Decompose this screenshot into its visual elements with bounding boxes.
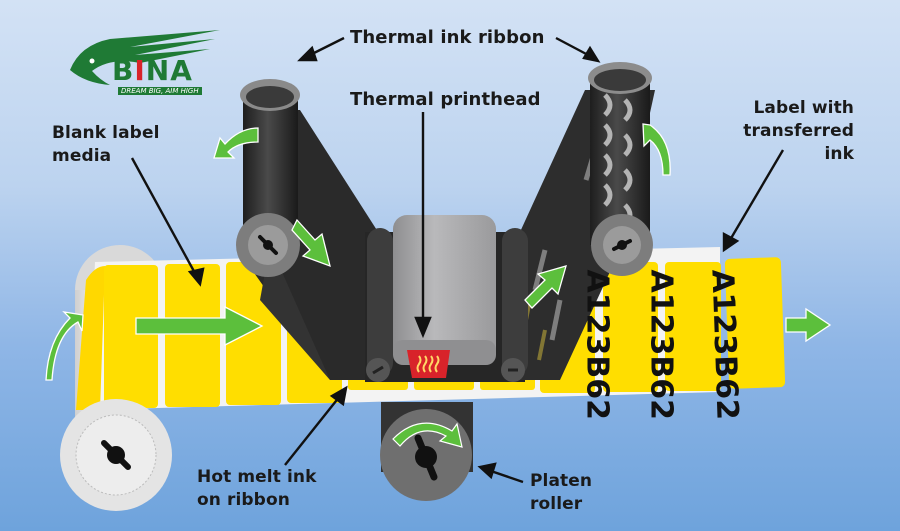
left-guide-roller: [366, 228, 393, 382]
label-blank-line1: Blank label: [52, 123, 160, 143]
right-guide-roller: [501, 228, 528, 382]
bina-logo: BINA DREAM BIG, AIM HIGH: [70, 25, 230, 100]
platen-roller: [380, 402, 473, 501]
label-transferred-ink: Label with transferred ink: [730, 97, 854, 166]
label-transferred-line3: ink: [824, 144, 854, 164]
platen-rotation-arrow-icon: [392, 422, 463, 448]
heating-element: [407, 350, 450, 378]
label-hot-melt-ink: Hot melt ink on ribbon: [197, 466, 317, 512]
logo-brand-i: I: [134, 54, 146, 87]
eagle-icon: [70, 30, 220, 85]
callout-arrows: [130, 36, 785, 484]
thermal-printhead: [393, 215, 496, 365]
printed-label-text-2: A123B62: [643, 269, 679, 420]
printed-label-text-3: A123B62: [704, 268, 745, 421]
ribbon-takeup-roll: [588, 62, 653, 276]
label-platen-line1: Platen: [530, 471, 593, 491]
label-hot-melt-line2: on ribbon: [197, 490, 290, 510]
supply-roll-flange: [60, 399, 172, 511]
label-blank-label-media: Blank label media: [52, 122, 160, 168]
label-transferred-line1: Label with: [753, 98, 854, 118]
exit-direction-arrow-icon: [785, 307, 832, 343]
feed-direction-arrow-icon: [135, 305, 264, 347]
label-platen-line2: roller: [530, 494, 583, 514]
supply-rotation-arrow-icon: [45, 311, 84, 381]
label-transferred-line2: transferred: [743, 121, 854, 141]
logo-brand-b: B: [112, 54, 135, 87]
logo-tagline: DREAM BIG, AIM HIGH: [118, 87, 202, 95]
ribbon-right-rotation-arrow-icon: [642, 123, 671, 176]
label-platen-roller: Platen roller: [530, 470, 592, 516]
logo-brand-na: NA: [145, 54, 193, 87]
label-blank-line2: media: [52, 146, 112, 166]
ribbon-supply-roll: [236, 79, 300, 277]
printed-label-text-1: A123B62: [579, 269, 615, 420]
label-thermal-ink-ribbon: Thermal ink ribbon: [350, 27, 545, 48]
ribbon-right-feed-arrow-icon: [524, 265, 567, 309]
label-thermal-printhead: Thermal printhead: [350, 89, 541, 110]
label-hot-melt-line1: Hot melt ink: [197, 467, 317, 487]
ribbon-left-feed-arrow-icon: [291, 218, 331, 268]
ribbon-left-rotation-arrow-icon: [213, 127, 259, 159]
